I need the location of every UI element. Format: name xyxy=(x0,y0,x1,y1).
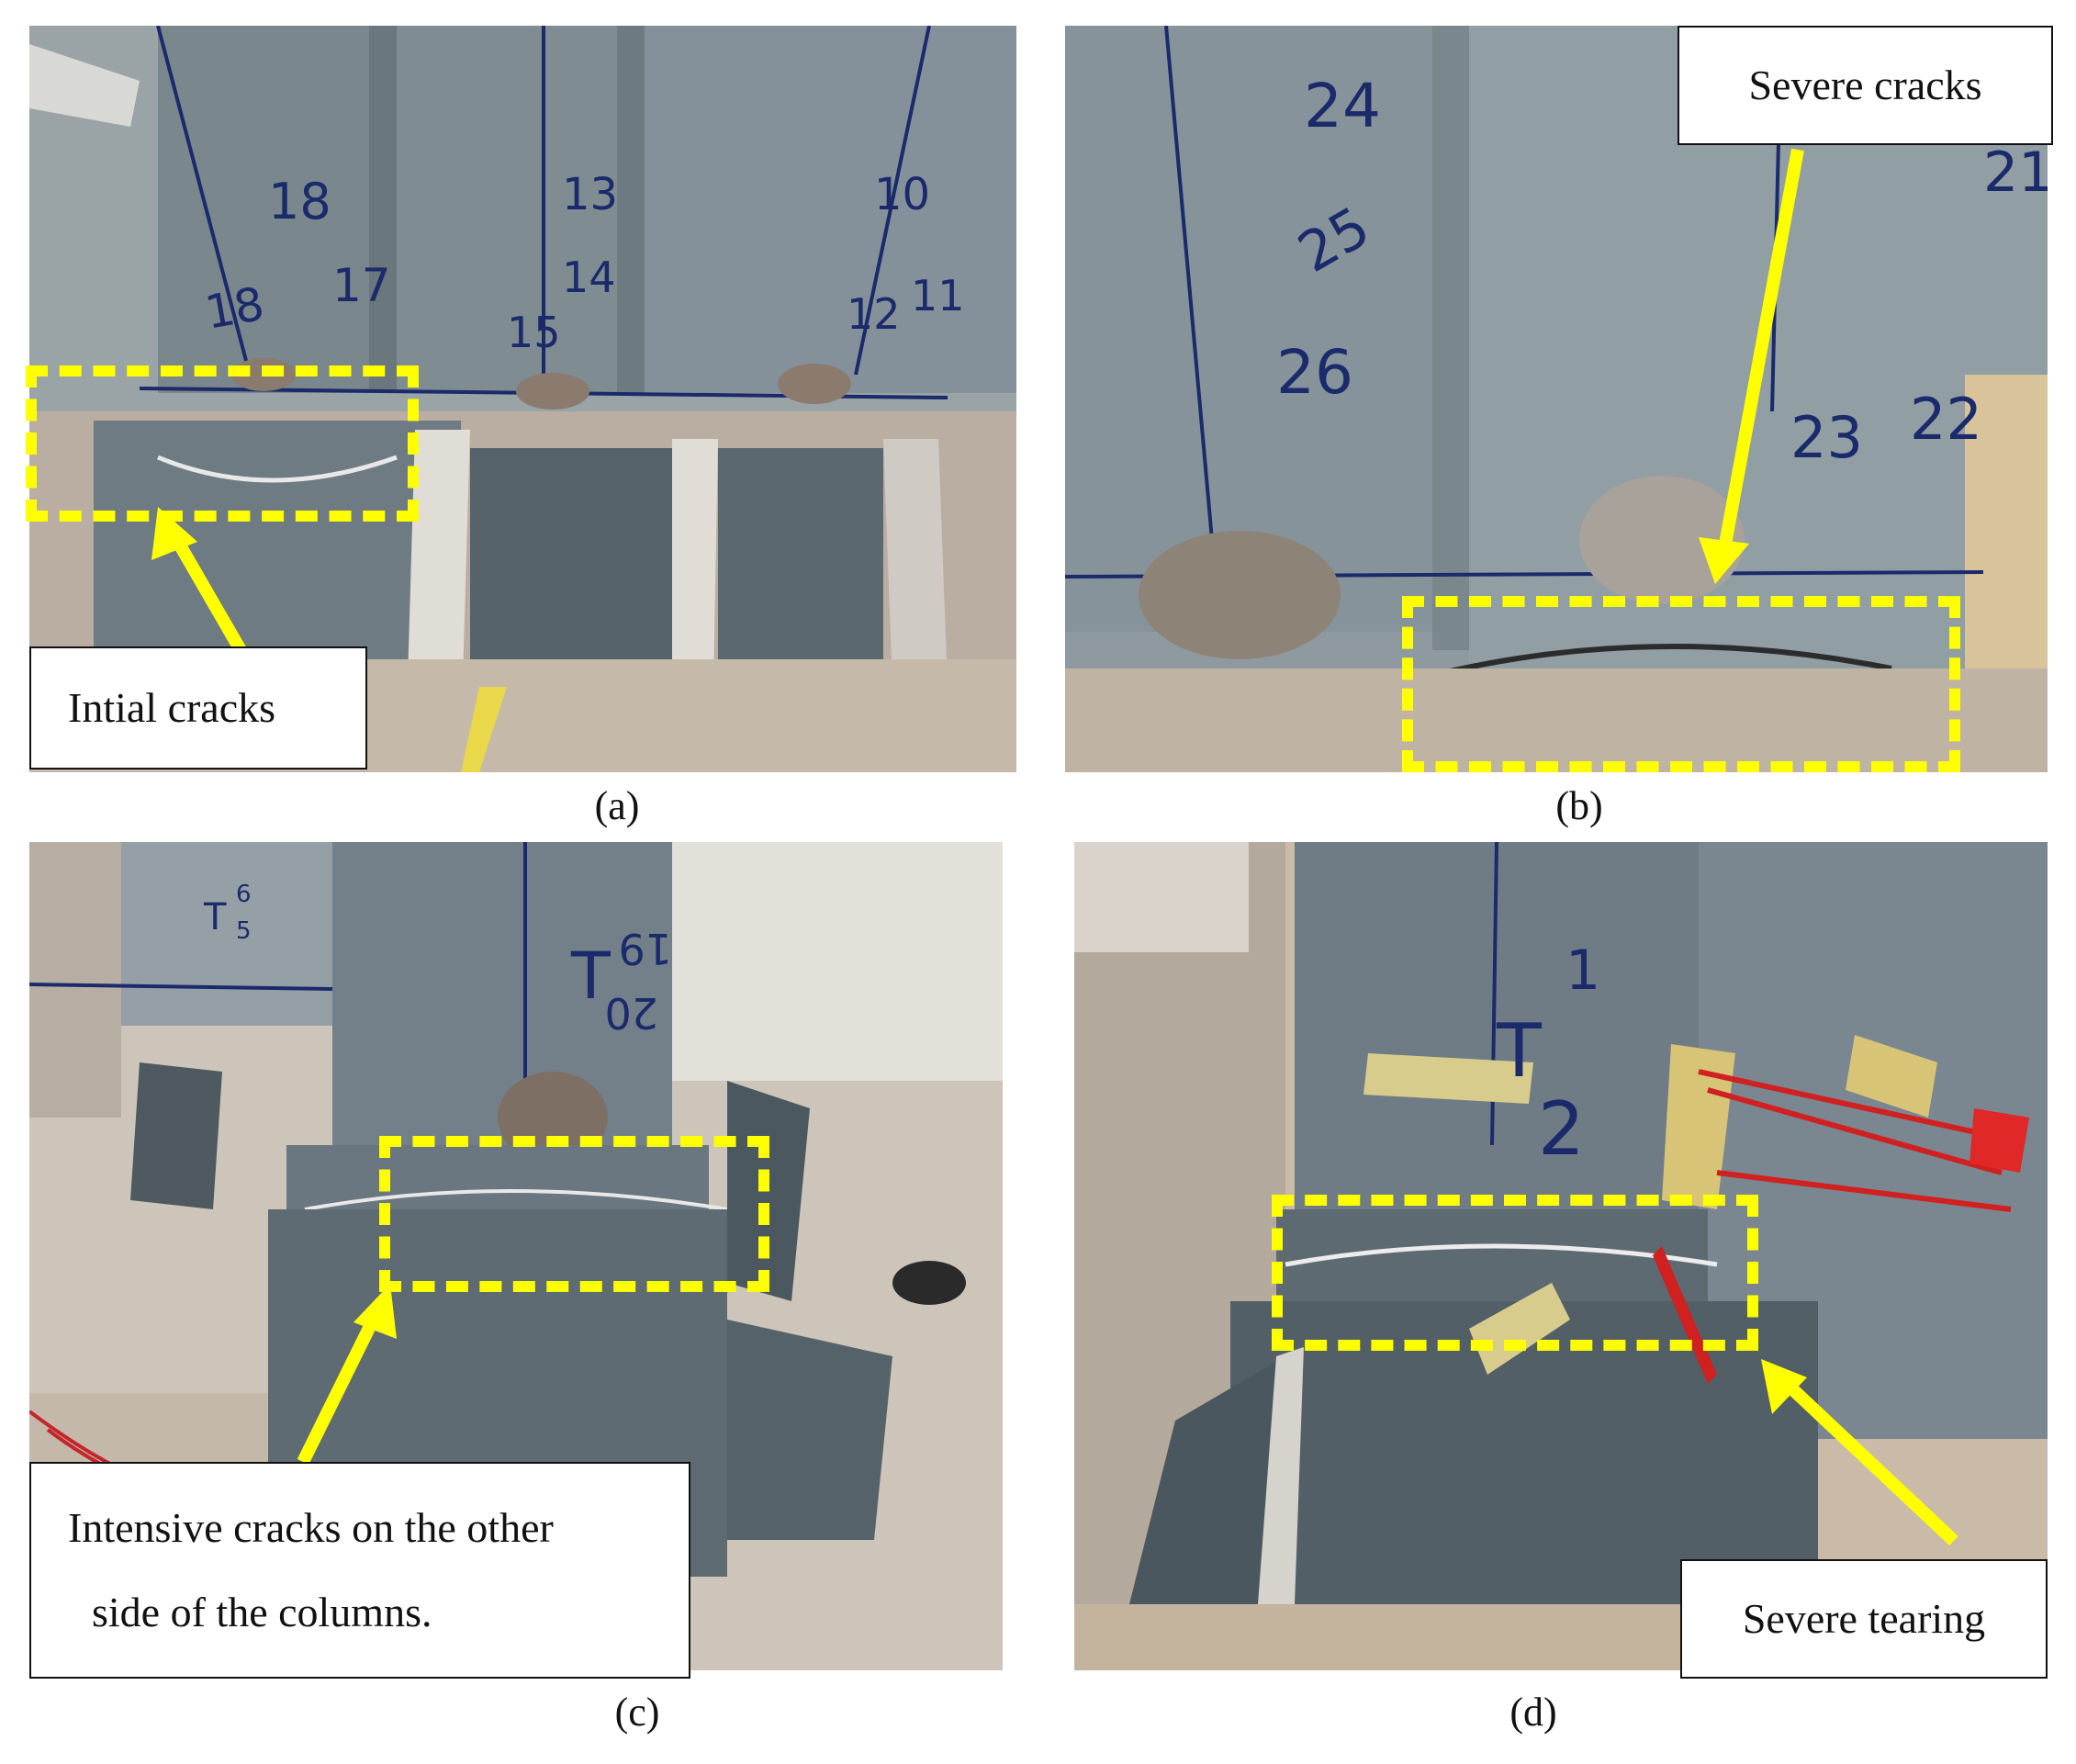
marking-c-19: 19 xyxy=(618,924,672,973)
marking-c-T: T xyxy=(570,938,611,1014)
marking-b-22: 22 xyxy=(1910,386,1982,453)
marking-a-15: 15 xyxy=(507,308,561,357)
marking-b-24: 24 xyxy=(1304,71,1381,141)
photo-panel-b: 24 25 26 21 23 22 xyxy=(1065,26,2048,772)
label-box-initial-cracks: Intial cracks xyxy=(29,646,367,770)
caption-a: (a) xyxy=(594,783,640,828)
highlight-box-a xyxy=(26,365,419,522)
caption-b: (b) xyxy=(1555,783,1603,828)
label-box-intensive-cracks: Intensive cracks on the other side of th… xyxy=(29,1462,690,1679)
photo-b: 24 25 26 21 23 22 xyxy=(1065,26,2048,772)
marking-a-17: 17 xyxy=(332,259,391,312)
highlight-box-b xyxy=(1402,596,1960,772)
marking-d-1: 1 xyxy=(1565,938,1600,1003)
marking-a-13: 13 xyxy=(562,169,618,220)
caption-c: (c) xyxy=(614,1690,660,1735)
photo-d: T 1 2 xyxy=(1074,842,2048,1670)
caption-d: (d) xyxy=(1509,1690,1557,1735)
marking-a-18-top: 18 xyxy=(268,173,331,230)
label-box-severe-cracks: Severe cracks xyxy=(1678,26,2053,145)
label-intensive-cracks-line1: Intensive cracks on the other xyxy=(68,1504,554,1551)
marking-b-26: 26 xyxy=(1276,337,1353,408)
marking-a-11: 11 xyxy=(911,271,965,320)
marking-a-10: 10 xyxy=(874,169,930,220)
marking-c-6: 6 xyxy=(236,881,252,908)
marking-c-T-small: T xyxy=(203,896,227,938)
label-severe-tearing: Severe tearing xyxy=(1742,1595,1986,1642)
marking-d-2: 2 xyxy=(1538,1086,1585,1172)
marking-a-14: 14 xyxy=(562,253,616,302)
photo-panel-d: T 1 2 xyxy=(1074,842,2048,1670)
label-severe-cracks: Severe cracks xyxy=(1748,62,1982,108)
marking-b-23: 23 xyxy=(1790,404,1863,471)
marking-b-21: 21 xyxy=(1983,140,2048,205)
highlight-box-c xyxy=(379,1136,769,1292)
highlight-box-d xyxy=(1272,1195,1758,1351)
marking-a-12: 12 xyxy=(847,289,901,339)
marking-c-5: 5 xyxy=(236,917,252,945)
label-box-severe-tearing: Severe tearing xyxy=(1680,1559,2048,1679)
label-initial-cracks: Intial cracks xyxy=(68,684,276,731)
marking-c-20: 20 xyxy=(604,988,658,1038)
label-intensive-cracks-line2: side of the columns. xyxy=(92,1589,432,1635)
marking-d-T: T xyxy=(1496,1008,1543,1094)
marking-a-18: 18 xyxy=(201,277,268,340)
